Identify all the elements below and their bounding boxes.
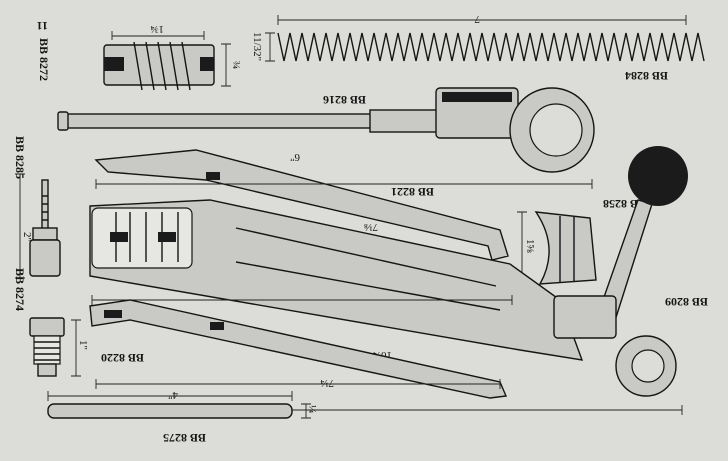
part-bb8285 xyxy=(15,173,61,279)
bb8220-length-dim: 7¼ xyxy=(320,377,334,389)
bb8275-length-dim: 4" xyxy=(168,389,178,401)
bb8275-label: BB 8275 xyxy=(163,431,206,445)
bb8220-label: BB 8220 xyxy=(101,351,144,365)
part-bb8216 xyxy=(57,87,595,173)
bb8258-length-dim: 1⅝ xyxy=(524,239,536,254)
part-bb8220 xyxy=(89,299,508,399)
bb8285-length-dim: 2" xyxy=(21,232,33,242)
bb8285-label: BB 8285 xyxy=(13,136,27,179)
bb8209-receiver-dim: 7⅛ xyxy=(364,221,379,233)
bb8221-length-dim: 6" xyxy=(290,151,300,163)
part-bb8284 xyxy=(265,15,705,62)
part-bb8275 xyxy=(47,391,311,419)
bb8284-height-dim: 11/32" xyxy=(251,32,263,61)
part-bb8258 xyxy=(517,211,597,285)
bb8274-label: BB 8274 xyxy=(13,268,27,311)
part-bb8209 xyxy=(89,146,688,415)
part-bb8272 xyxy=(103,31,231,91)
part-bb8274 xyxy=(29,317,81,377)
bb8275-height-dim: ¼ xyxy=(306,405,318,413)
bb8209-label: BB 8209 xyxy=(665,295,708,309)
page-number: 11 xyxy=(37,19,48,33)
bb8272-length-dim: 1¾ xyxy=(150,23,164,35)
bb8221-label: BB 8221 xyxy=(391,185,434,199)
part-bb8221 xyxy=(94,149,593,261)
bb8284-label: BB 8284 xyxy=(625,69,668,83)
bb8284-length-dim: 7 xyxy=(474,13,480,25)
bb8274-length-dim: 1" xyxy=(77,340,89,350)
bb8272-height-dim: ¾ xyxy=(230,61,242,69)
bb8272-label: BB 8272 xyxy=(37,38,51,81)
bb8216-label: BB 8216 xyxy=(323,93,366,107)
